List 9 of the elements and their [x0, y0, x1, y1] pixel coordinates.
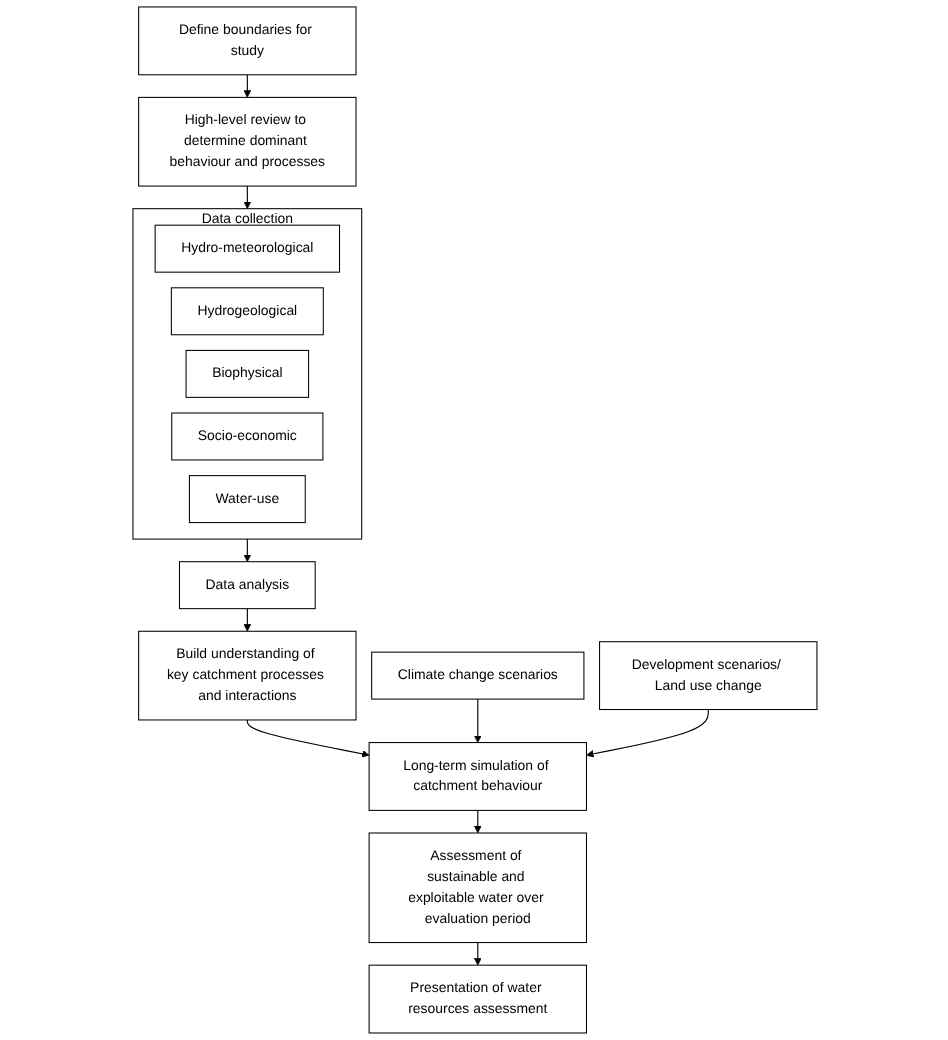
arrow — [242, 538, 251, 563]
arrow — [473, 809, 481, 834]
arrow — [242, 608, 251, 632]
arrow — [242, 74, 251, 98]
arrow — [473, 698, 481, 743]
arrow — [242, 185, 251, 210]
arrow — [585, 709, 708, 758]
arrow — [245, 719, 369, 758]
arrow — [473, 942, 481, 966]
